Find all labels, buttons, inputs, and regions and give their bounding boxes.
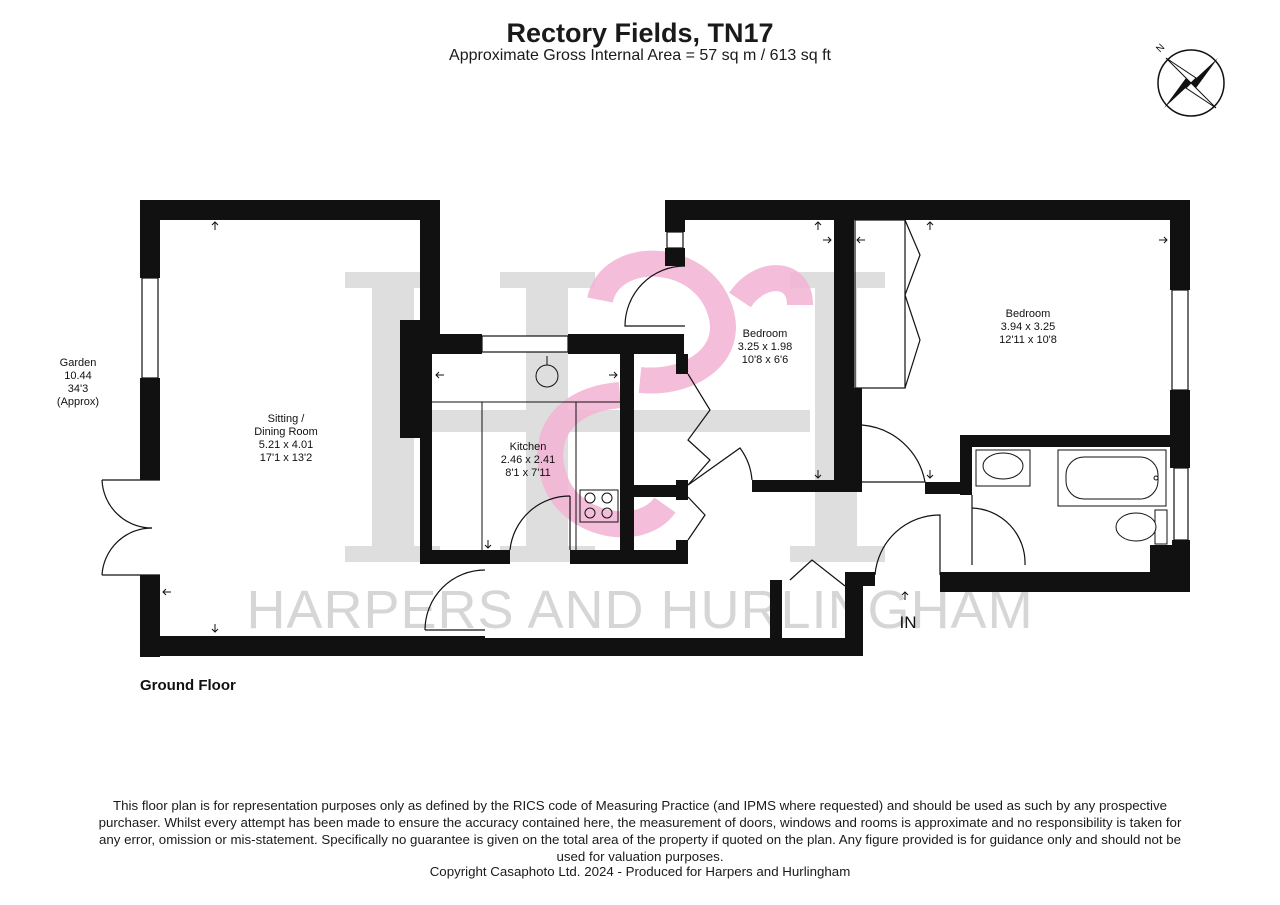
room-sitting-name-line1: Sitting / [268,413,306,425]
area-subtitle: Approximate Gross Internal Area = 57 sq … [449,47,831,64]
kitchen-fixtures [432,356,620,550]
doors [101,265,1026,631]
plan-title: Rectory Fields, TN17 [506,18,774,48]
toilet-icon [1115,509,1168,545]
walls [140,200,1190,657]
bathroom-fixtures [975,449,1168,545]
room-bedroom2-name: Bedroom [1006,308,1051,320]
floor-label: Ground Floor [140,677,236,694]
basin-icon [975,449,1031,487]
room-sitting-imperial: 17'1 x 13'2 [260,452,313,464]
room-sitting-name-line2: Dining Room [254,426,318,438]
garden-imperial: 34'3 [68,383,88,395]
hob-icon [579,489,619,523]
wardrobes [687,219,921,541]
room-kitchen-imperial: 8'1 x 7'11 [505,467,551,479]
room-bedroom2-metric: 3.94 x 3.25 [1001,321,1055,333]
garden-name: Garden [60,357,97,369]
room-kitchen-name: Kitchen [510,441,547,453]
copyright-text: Copyright Casaphoto Ltd. 2024 - Produced… [429,864,851,879]
garden-metric: 10.44 [64,370,92,382]
watermark: HARPERS AND HURLINGHAM [246,250,1033,640]
kitchen-sink-icon [535,356,559,388]
bath-icon [1057,449,1167,507]
compass-rose-icon: N [1154,42,1225,117]
disclaimer-text: This floor plan is for representation pu… [98,798,1182,864]
compass-north-label: N [1154,42,1167,55]
garden-note: (Approx) [57,396,99,408]
room-bedroom1-imperial: 10'8 x 6'6 [742,354,788,366]
entrance-label: IN [900,613,917,632]
room-bedroom1-name: Bedroom [743,328,788,340]
room-sitting-metric: 5.21 x 4.01 [259,439,313,451]
room-kitchen-metric: 2.46 x 2.41 [501,454,555,466]
watermark-text: HARPERS AND HURLINGHAM [246,580,1033,640]
room-bedroom2-imperial: 12'11 x 10'8 [999,334,1057,346]
windows [141,231,1189,541]
room-bedroom1-metric: 3.25 x 1.98 [738,341,792,353]
measurement-arrows [162,221,1168,633]
